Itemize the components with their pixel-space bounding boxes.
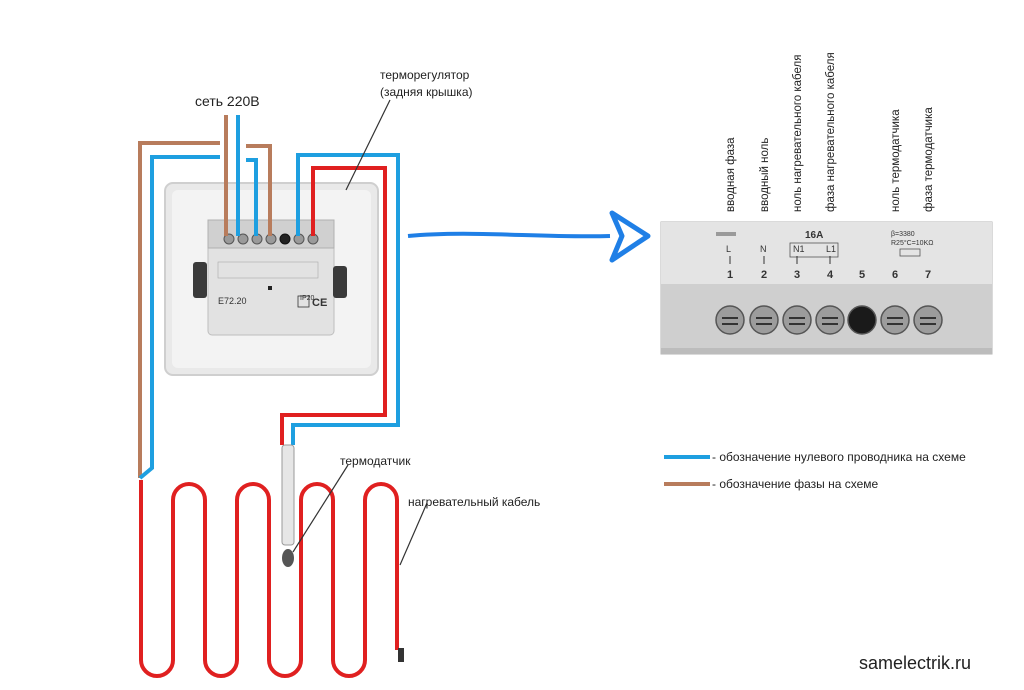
thermostat-terminals <box>223 233 319 245</box>
leader-lines <box>292 99 428 566</box>
thermostat-label-line2: (задняя крышка) <box>380 85 473 99</box>
sensor-phase-wire <box>280 166 387 445</box>
sensor-neutral-wire <box>291 153 400 445</box>
terminal-number: 3 <box>794 269 800 281</box>
terminal-caption: фаза термодатчика <box>923 107 935 212</box>
heating-cable <box>139 480 399 678</box>
current-rating: 16A <box>805 230 823 241</box>
website-label: samelectrik.ru <box>859 653 971 673</box>
terminal-number: 7 <box>925 269 931 281</box>
terminal-screw <box>782 305 812 335</box>
terminal-screw <box>847 305 877 335</box>
terminal-number: 5 <box>859 269 865 281</box>
terminal-mark: L <box>726 244 731 254</box>
heating-cable-end <box>398 648 404 662</box>
wires <box>138 115 400 480</box>
terminal-screw <box>815 305 845 335</box>
supply-label: сеть 220В <box>195 93 260 109</box>
terminal-caption: ноль термодатчика <box>890 109 902 212</box>
phase-to-heater-wire <box>138 141 220 478</box>
terminal-number: 1 <box>727 269 733 281</box>
sensor-spec-beta: β=3380 <box>891 231 915 238</box>
arrow-icon <box>407 210 651 263</box>
legend: - обозначение нулевого проводника на схе… <box>664 450 966 491</box>
heating-cable-label: нагревательный кабель <box>408 495 540 509</box>
terminal-mark: L1 <box>826 244 836 254</box>
thermostat-body: E72.20 IP20 CE <box>164 182 379 376</box>
sensor-label: термодатчик <box>340 454 411 468</box>
terminal-screw <box>913 305 943 335</box>
terminal-caption: вводный ноль <box>759 138 771 212</box>
terminal-caption: фаза нагревательного кабеля <box>825 52 837 212</box>
thermostat-model: E72.20 <box>218 296 247 306</box>
terminal-number: 2 <box>761 269 767 281</box>
terminal-screw <box>749 305 779 335</box>
ip-mark: IP20 <box>300 295 315 302</box>
terminal-mark: N1 <box>793 244 805 254</box>
thermostat-label-line1: терморегулятор <box>380 68 470 82</box>
legend-neutral-text: - обозначение нулевого проводника на схе… <box>712 450 966 464</box>
legend-phase-text: - обозначение фазы на схеме <box>712 477 879 491</box>
terminal-number: 4 <box>827 269 834 281</box>
neutral-to-heater-wire <box>138 155 220 480</box>
terminal-mark: N <box>760 244 767 254</box>
sensor-spec-resistance: R25°C=10KΩ <box>891 239 933 247</box>
ce-mark: CE <box>312 297 327 309</box>
terminal-caption: вводная фаза <box>725 137 737 212</box>
terminal-number: 6 <box>892 269 898 281</box>
temperature-sensor <box>281 444 295 567</box>
terminal-screw <box>880 305 910 335</box>
terminal-screw <box>715 305 745 335</box>
terminal-caption: ноль нагревательного кабеля <box>792 55 804 212</box>
